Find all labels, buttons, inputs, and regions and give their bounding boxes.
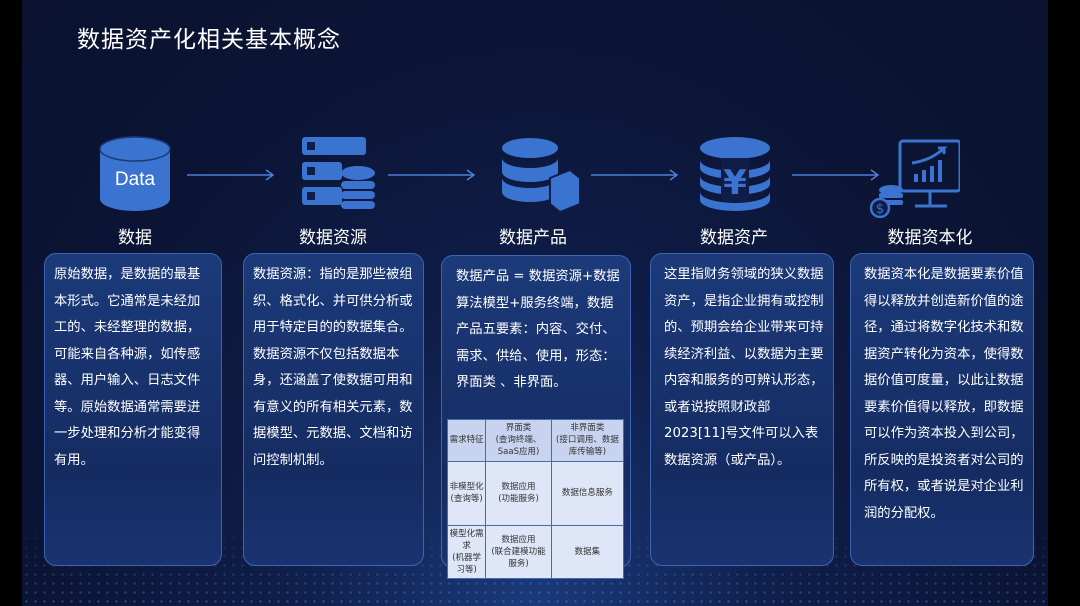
table-cell: 数据信息服务	[550, 460, 625, 526]
card-data-product: 数据产品 = 数据资源+数据算法模型+服务终端，数据产品五要素：内容、交付、需求…	[441, 255, 631, 579]
card-text: 原始数据，是数据的最基本形式。它通常是未经加工的、未经整理的数据，可能来自各种源…	[54, 267, 201, 468]
database-product-icon	[502, 138, 580, 214]
product-form-table: 需求特征界面类 (查询终端、SaaS应用)非界面类 (接口调用、数据库传输等) …	[446, 418, 625, 579]
table-cell: 数据应用 (功能服务)	[485, 460, 552, 526]
data-icon-text: Data	[115, 169, 156, 190]
card-text: 这里指财务领域的狭义数据资产，是指企业拥有或控制的、预期会给企业带来可持续经济利…	[664, 267, 824, 468]
stage-label-data-asset: 数据资产	[700, 228, 768, 248]
arrow-icon	[388, 169, 476, 181]
yen-database-icon: ¥	[700, 137, 770, 211]
card-data-resource: 数据资源：指的是那些被组织、格式化、并可供分析或用于特定目的的数据集合。数据资源…	[243, 253, 424, 566]
monitor-chart-coins-icon: $	[870, 139, 960, 218]
card-text: 数据资本化是数据要素价值得以释放并创造新价值的途径，通过将数字化技术和数据资产转…	[864, 267, 1024, 521]
stage-label-data-resource: 数据资源	[299, 228, 367, 248]
card-text: 数据资源：指的是那些被组织、格式化、并可供分析或用于特定目的的数据集合。数据资源…	[253, 267, 413, 468]
table-cell: 非模型化 (查询等)	[446, 460, 487, 526]
table-cell: 非界面类 (接口调用、数据库传输等)	[550, 418, 625, 462]
table-cell: 数据集	[550, 524, 625, 579]
table-cell: 模型化需求 (机器学习等)	[446, 524, 487, 579]
card-data-capitalization: 数据资本化是数据要素价值得以释放并创造新价值的途径，通过将数字化技术和数据资产转…	[850, 253, 1034, 566]
arrow-icon	[591, 169, 679, 181]
stage-label-data-capitalization: 数据资本化	[887, 228, 973, 248]
table-cell: 界面类 (查询终端、SaaS应用)	[485, 418, 552, 462]
server-database-icon	[302, 137, 375, 209]
slide: 数据资产化相关基本概念 Data ¥ $ 数据 数据资源 数据产品 数据资产 数…	[22, 0, 1048, 606]
table-cell: 需求特征	[446, 418, 487, 462]
arrow-icon	[187, 169, 275, 181]
card-data-asset: 这里指财务领域的狭义数据资产，是指企业拥有或控制的、预期会给企业带来可持续经济利…	[650, 253, 834, 566]
page-title: 数据资产化相关基本概念	[77, 27, 341, 53]
table-cell: 数据应用 (联合建模功能服务)	[485, 524, 552, 579]
svg-text:¥: ¥	[723, 163, 747, 203]
card-text: 数据产品 = 数据资源+数据算法模型+服务终端，数据产品五要素：内容、交付、需求…	[456, 269, 620, 390]
svg-text:$: $	[876, 202, 884, 217]
database-icon: Data	[99, 136, 171, 211]
arrow-icon	[792, 169, 880, 181]
stage-label-data: 数据	[118, 228, 152, 248]
card-data: 原始数据，是数据的最基本形式。它通常是未经加工的、未经整理的数据，可能来自各种源…	[44, 253, 222, 566]
stage-label-data-product: 数据产品	[499, 228, 567, 248]
